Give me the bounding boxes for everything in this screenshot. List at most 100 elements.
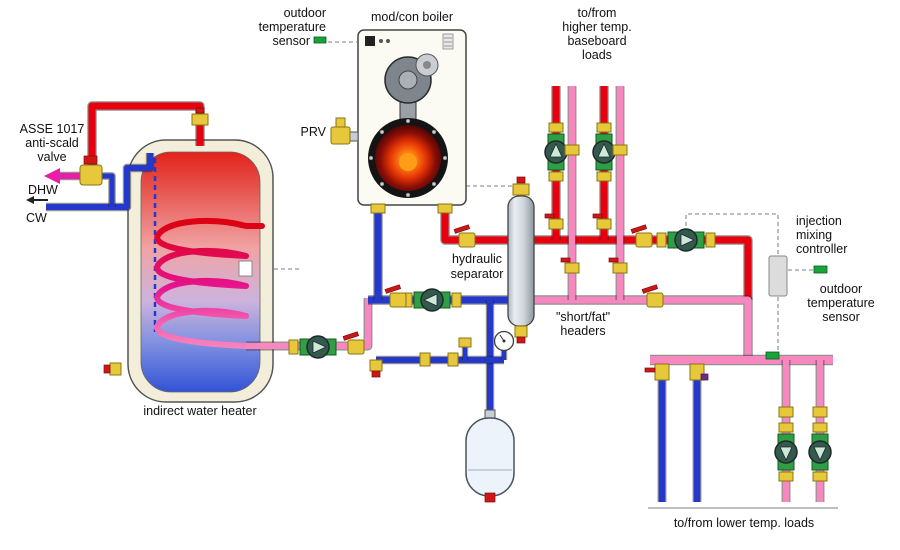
aux-line-drain-valve — [369, 359, 383, 378]
valve-handle — [384, 284, 402, 294]
separator-air-vent — [512, 183, 530, 196]
boiler-led — [386, 39, 390, 43]
gauge-pivot — [502, 339, 506, 343]
lower-zone2-balancing-valve — [689, 363, 709, 381]
cold-water-branch — [98, 173, 115, 207]
valve-body — [389, 292, 407, 308]
union-fitting — [656, 232, 667, 248]
sensors — [313, 36, 828, 360]
expansion-tank — [465, 409, 515, 503]
burner-flame — [399, 153, 417, 171]
drain-cap — [371, 370, 381, 378]
label-outdoor-top: outdoor — [284, 6, 326, 20]
dhw-hot-pipe — [88, 102, 204, 166]
label-separator: separator — [451, 267, 504, 281]
prv-body — [330, 126, 351, 145]
lower-zone2-pump-assembly — [808, 422, 832, 482]
union-fitting — [548, 171, 564, 182]
valve-handle — [560, 257, 571, 263]
zone2-return-check — [612, 144, 628, 156]
flow-arrows — [26, 168, 838, 509]
label-injection: controller — [796, 242, 847, 256]
aux-line-fitting — [447, 352, 459, 367]
valve-handle — [608, 257, 619, 263]
valve-handle — [644, 367, 656, 373]
boiler-pump-assembly — [402, 288, 462, 312]
boiler-display — [365, 36, 375, 46]
label-asse-valve: ASSE 1017 — [20, 122, 85, 136]
blower-motor-cap — [423, 61, 431, 69]
drain-body — [109, 362, 122, 376]
union-fitting — [778, 471, 794, 482]
ball-valve — [342, 331, 365, 355]
separator-vent-cap — [516, 176, 526, 184]
label-short-fat: headers — [560, 324, 605, 338]
dhw-check-valve — [191, 107, 209, 126]
expansion-tank-body — [465, 417, 515, 497]
label-separator: hydraulic — [452, 252, 502, 266]
dhw-flow-arrow — [44, 168, 60, 184]
boiler — [330, 29, 467, 206]
union-fitting — [288, 339, 299, 355]
label-outdoor-right: outdoor — [820, 282, 862, 296]
pipe-outline — [440, 204, 510, 245]
injection-mixing-controller-box — [768, 255, 788, 297]
mixed-return-header — [532, 296, 752, 360]
label-outdoor-top: sensor — [272, 34, 310, 48]
fill-valve-cap — [458, 337, 472, 348]
label-cw: CW — [26, 211, 47, 225]
hydraulic-separator — [507, 176, 535, 344]
tank-aquastat-well — [238, 260, 253, 277]
wire-controller-to-pump — [685, 213, 779, 255]
valve-body — [458, 232, 476, 248]
label-tank: indirect water heater — [143, 404, 256, 418]
lower-zone1-pump-assembly — [774, 422, 798, 482]
drain-body — [514, 325, 528, 338]
outdoor-temperature-sensor-right — [813, 265, 828, 274]
separator-body — [507, 195, 535, 327]
cw-flow-arrow — [26, 196, 34, 204]
label-outdoor-top: temperature — [259, 20, 326, 34]
union-fitting — [596, 122, 612, 133]
valve-body — [347, 339, 365, 355]
union-fitting — [548, 122, 564, 133]
indirect-water-heater — [127, 139, 274, 403]
ball-valve — [630, 224, 653, 248]
tank-interior — [140, 151, 261, 393]
valve-handle — [342, 331, 360, 341]
label-short-fat: "short/fat" — [556, 310, 610, 324]
union-fitting — [596, 171, 612, 182]
label-higher-loads: to/from — [578, 6, 617, 20]
pump-flow-arrow — [813, 446, 827, 461]
valve-body — [612, 262, 628, 274]
label-lower-loads: to/from lower temp. loads — [674, 516, 814, 530]
label-injection: injection — [796, 214, 842, 228]
aux-line-fitting — [419, 352, 431, 367]
blower-hub — [398, 70, 418, 90]
pump-flow-arrow — [597, 143, 611, 158]
lower-zone2-supply-fitting — [812, 406, 828, 418]
drain-cap — [516, 336, 526, 344]
valve-body — [689, 363, 705, 381]
dhw-coil-pump-assembly — [288, 335, 337, 359]
union-fitting — [812, 422, 828, 433]
zone1-pump-assembly — [544, 122, 568, 182]
zone2-supply-isolation-valve — [592, 213, 612, 230]
zone2-return-isolation-valve — [608, 257, 628, 274]
valve-body — [654, 363, 670, 381]
supply-header — [532, 236, 752, 300]
valve-body — [635, 232, 653, 248]
valve-cap — [195, 107, 205, 114]
prv-valve — [330, 117, 351, 145]
prv-cap — [335, 117, 346, 128]
label-outdoor-right: sensor — [822, 310, 860, 324]
boiler-return-union — [370, 203, 386, 214]
valve-body — [191, 113, 209, 126]
label-injection: mixing — [796, 228, 832, 242]
union-fitting — [451, 292, 462, 308]
union-fitting — [812, 471, 828, 482]
valve-handle — [592, 213, 603, 219]
valve-cap — [700, 373, 709, 381]
valves-and-fittings — [79, 107, 828, 418]
label-higher-loads: baseboard — [567, 34, 626, 48]
